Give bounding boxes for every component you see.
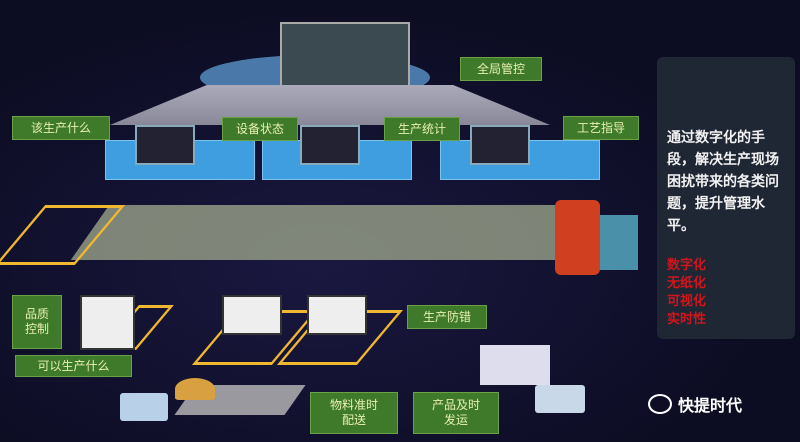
monitor-3	[470, 125, 530, 165]
feature-digital: 数字化	[667, 258, 707, 273]
watermark-text: 快提时代	[678, 396, 743, 415]
label-what-can-produce: 可以生产什么	[15, 355, 132, 377]
wechat-icon	[648, 394, 672, 414]
watermark: 快提时代	[648, 392, 742, 416]
label-material-delivery: 物料准时配送	[310, 392, 398, 434]
robot-arm	[555, 200, 600, 275]
product-boxes	[480, 345, 550, 385]
roof	[110, 85, 550, 125]
label-production-stats: 生产统计	[384, 117, 460, 141]
production-line	[70, 205, 600, 260]
feature-visual: 可视化	[667, 294, 707, 309]
feature-list: 数字化 无纸化 可视化 实时性	[667, 257, 706, 329]
monitor-2	[300, 125, 360, 165]
wip-rack-1	[222, 295, 282, 335]
qc-cabinet	[80, 295, 135, 350]
control-room-screen	[280, 22, 410, 90]
label-product-shipping: 产品及时发运	[413, 392, 499, 434]
feature-paperless: 无纸化	[667, 276, 707, 291]
label-equipment-status: 设备状态	[222, 117, 298, 141]
label-what-to-produce: 该生产什么	[12, 116, 110, 140]
label-global-control: 全局管控	[460, 57, 542, 81]
label-process-guidance: 工艺指导	[563, 116, 639, 140]
summary-text: 通过数字化的手段，解决生产现场困扰带来的各类问题，提升管理水平。	[667, 130, 779, 234]
material-pile	[175, 378, 215, 400]
monitor-1	[135, 125, 195, 165]
label-error-proofing: 生产防错	[407, 305, 487, 329]
feature-realtime: 实时性	[667, 312, 707, 327]
label-quality-control: 品质控制	[12, 295, 62, 349]
wip-rack-2	[307, 295, 367, 335]
summary-panel: 通过数字化的手段，解决生产现场困扰带来的各类问题，提升管理水平。 数字化 无纸化…	[657, 57, 795, 339]
shipping-truck-icon	[535, 385, 585, 413]
truck-icon	[120, 393, 168, 421]
machine	[600, 215, 638, 270]
